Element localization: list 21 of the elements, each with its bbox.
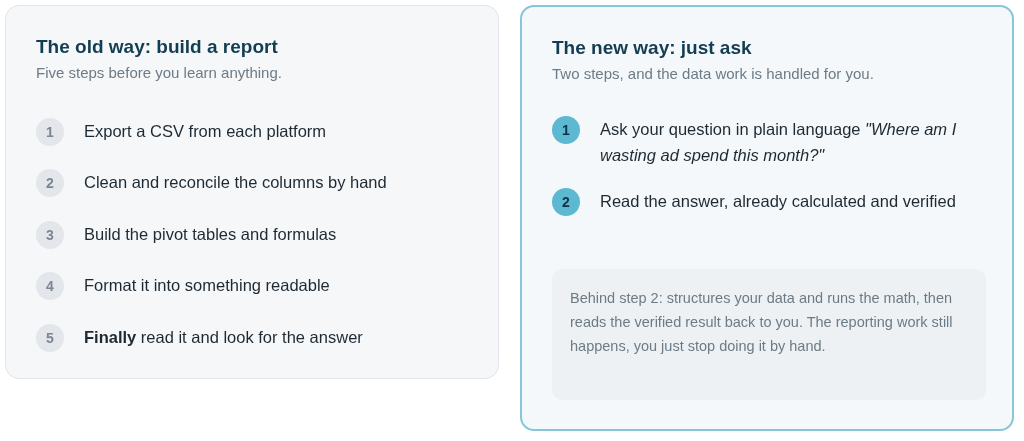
- step-text: Build the pivot tables and formulas: [84, 224, 337, 245]
- panel-title: The old way: build a report: [36, 36, 278, 58]
- panel-subtitle: Five steps before you learn anything.: [36, 64, 282, 81]
- step-text: Ask your question in plain language "Where am I wasting ad spend this month?": [600, 119, 958, 166]
- step-text: Read the answer, already calculated and verified: [600, 191, 956, 212]
- step-number: 1: [552, 116, 580, 144]
- card-background: [5, 5, 499, 379]
- step-number: 4: [36, 272, 64, 300]
- step-number: 2: [552, 188, 580, 216]
- step-number: 2: [36, 169, 64, 197]
- step-number: 5: [36, 324, 64, 352]
- note-box: Behind step 2: structures your data and runs the math, then reads the verified result back to you. The reporting work still happens, you just stop doing it by hand.: [552, 269, 986, 400]
- card-background: [520, 5, 1014, 431]
- step-number: 3: [36, 221, 64, 249]
- step-text: Export a CSV from each platform: [84, 121, 327, 142]
- step-text: Format it into something readable: [84, 275, 330, 296]
- panel-subtitle: Two steps, and the data work is handled for you.: [552, 65, 874, 82]
- step-text: Finally read it and look for the answer: [84, 327, 363, 348]
- step-number: 1: [36, 118, 64, 146]
- panel-title: The new way: just ask: [552, 37, 752, 59]
- step-text: Clean and reconcile the columns by hand: [84, 172, 387, 193]
